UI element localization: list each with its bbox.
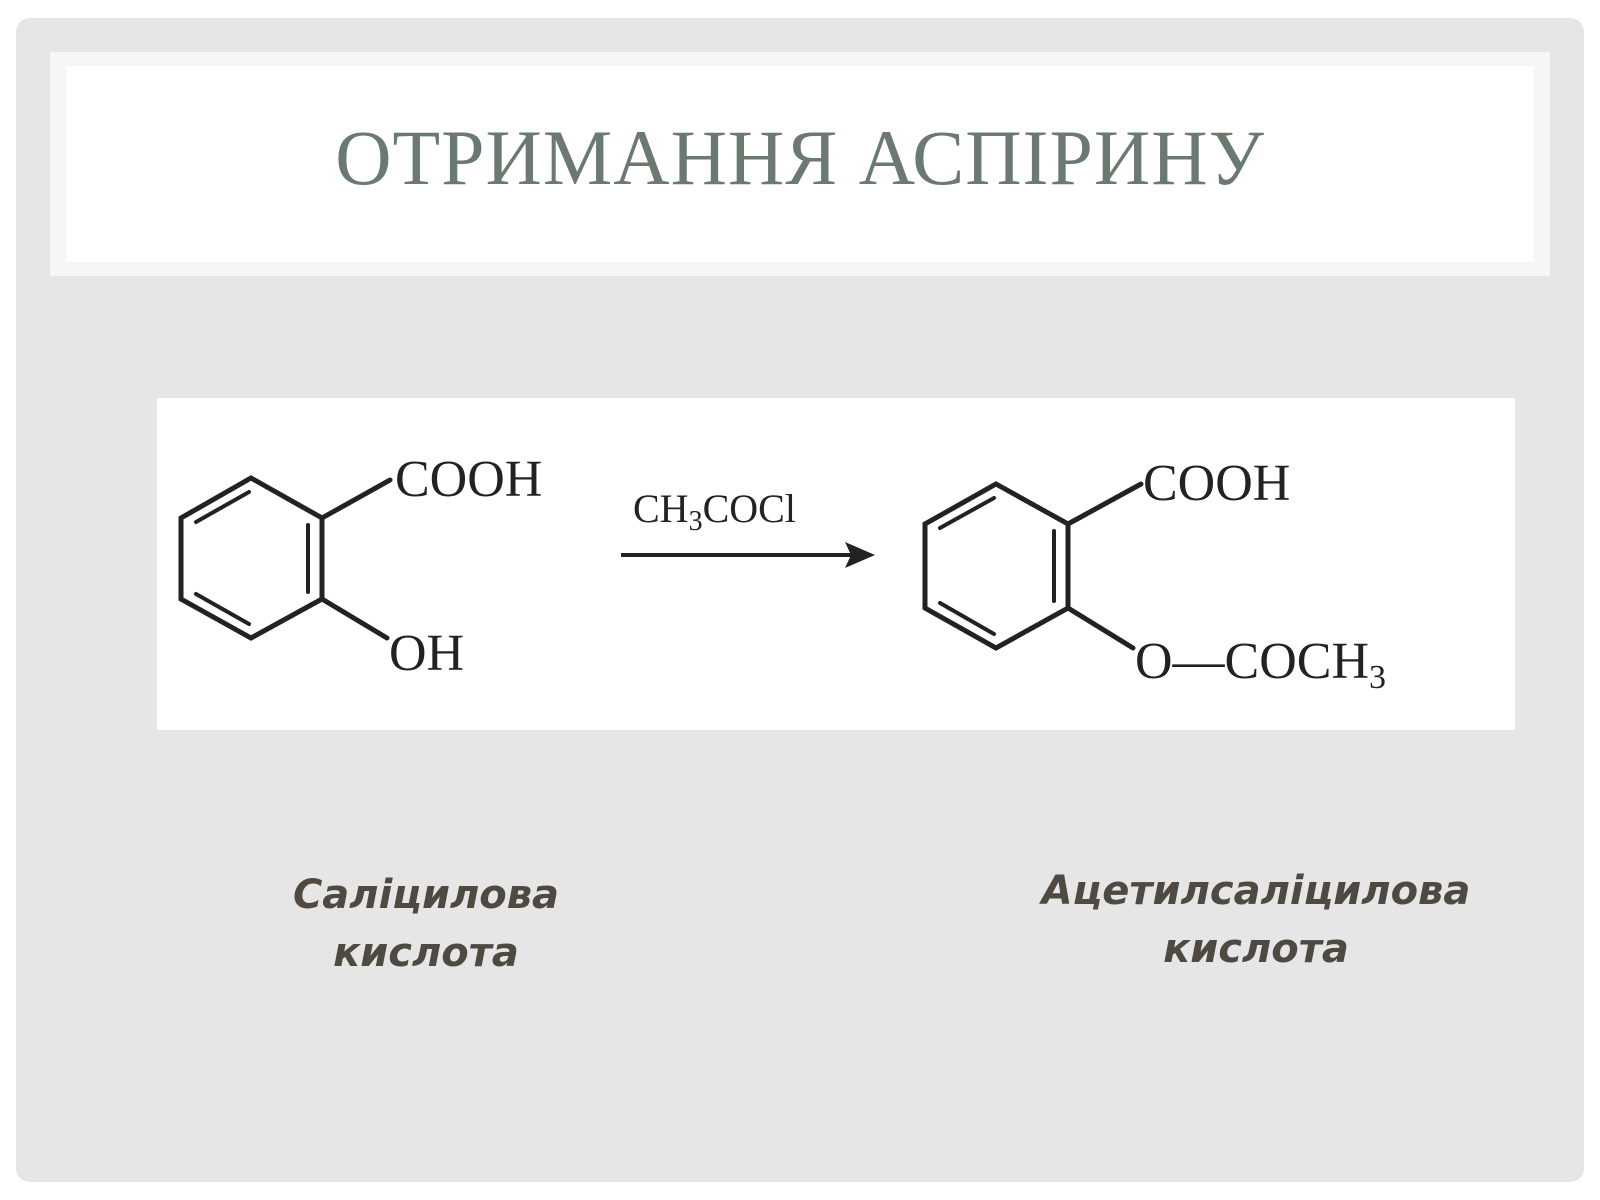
- reagent-subscript: 3: [689, 506, 703, 537]
- reactant-oh-label: OH: [389, 625, 464, 682]
- reaction-arrow: [621, 542, 875, 568]
- cooh-bond-left: [319, 477, 393, 521]
- reactant-caption-line1: Саліцилова: [292, 872, 560, 918]
- product-ester-main: O—COCH: [1135, 633, 1369, 690]
- cooh-bond-right: [1065, 481, 1144, 527]
- reagent-main: CH: [633, 486, 689, 531]
- reactant-cooh-label: COOH: [395, 451, 542, 508]
- product-caption-line2: кислота: [1163, 926, 1349, 972]
- reagent-label: CH3COCl: [633, 486, 796, 537]
- product-ester-label: O—COCH3: [1135, 633, 1386, 696]
- reaction-diagram: COOH OH CH3COCl COOH O—COCH3: [178, 451, 1386, 696]
- benzene-ring-right: [922, 481, 1071, 651]
- product-caption-line1: Ацетилсаліцилова: [1041, 868, 1471, 914]
- product-caption: Ацетилсаліцилова кислота: [1006, 862, 1506, 978]
- arrow-head: [845, 542, 875, 568]
- reaction-scheme: COOH OH CH3COCl COOH O—COCH3: [157, 398, 1515, 730]
- oh-bond-left: [319, 596, 390, 641]
- aromatic-bond-right-1: [938, 496, 996, 530]
- salicylic-acid-structure: [178, 475, 393, 641]
- reagent-rest: COCl: [703, 486, 796, 531]
- acetylsalicylic-acid-structure: [922, 481, 1144, 651]
- reactant-caption-line2: кислота: [333, 930, 519, 976]
- aromatic-bond-right-3: [938, 601, 996, 636]
- aromatic-bond-left-1: [194, 490, 251, 524]
- slide-title: ОТРИМАННЯ АСПІРИНУ: [335, 114, 1265, 201]
- title-panel: ОТРИМАННЯ АСПІРИНУ: [66, 66, 1534, 262]
- title-frame: ОТРИМАННЯ АСПІРИНУ: [50, 52, 1550, 276]
- ester-bond-right: [1065, 605, 1136, 651]
- product-cooh-label: COOH: [1143, 455, 1290, 512]
- benzene-ring-left: [178, 475, 325, 641]
- reactant-caption: Саліцилова кислота: [246, 866, 606, 982]
- aromatic-bond-left-3: [194, 592, 251, 626]
- slide: ОТРИМАННЯ АСПІРИНУ COOH OH CH3COCl: [16, 18, 1584, 1182]
- product-ester-subscript: 3: [1369, 659, 1386, 696]
